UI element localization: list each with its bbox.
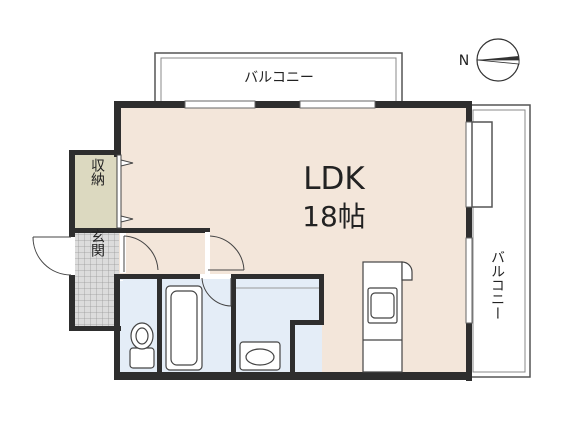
balcony-top-label: バルコニー xyxy=(244,70,314,86)
ldk-size-label: 18帖 xyxy=(302,200,366,233)
storage-doors xyxy=(116,154,134,229)
toilet-icon xyxy=(129,322,155,369)
interior-doors xyxy=(120,232,245,307)
ldk-name-label: LDK xyxy=(303,161,365,197)
windows xyxy=(184,100,493,324)
entrance-door xyxy=(32,236,75,276)
balcony-right-label: バルコニー xyxy=(489,250,505,320)
entrance-floor xyxy=(75,233,119,327)
washbasin-icon xyxy=(239,341,281,371)
entrance-label: 玄関 xyxy=(89,228,105,258)
compass: N xyxy=(459,38,520,82)
compass-north-label: N xyxy=(459,53,469,69)
kitchen-counter xyxy=(362,261,413,373)
storage-label: 収納 xyxy=(89,158,105,187)
storage-floor xyxy=(75,153,119,231)
bathtub-icon xyxy=(165,285,203,371)
balcony-top: バルコニー xyxy=(154,52,403,106)
